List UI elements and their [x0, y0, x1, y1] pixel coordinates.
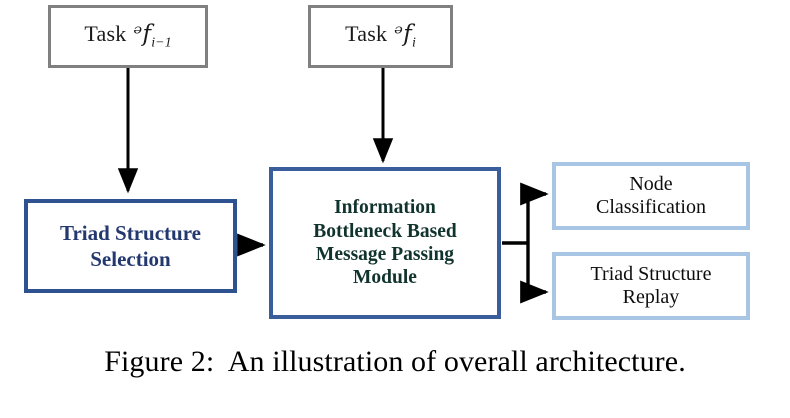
task-current-subscript: i: [411, 35, 416, 51]
node-triad-structure-selection-label: Triad Structure Selection: [60, 220, 201, 271]
task-current-symbol: ᵊf: [394, 21, 412, 48]
node-triad-structure-selection[interactable]: Triad Structure Selection: [24, 199, 237, 293]
task-previous-subscript: i−1: [151, 35, 172, 51]
figure-caption: Figure 2: An illustration of overall arc…: [104, 345, 686, 378]
node-node-classification[interactable]: Node Classification: [552, 162, 750, 230]
node-information-bottleneck-module[interactable]: Information Bottleneck Based Message Pas…: [269, 167, 501, 319]
arrow-module-output-fork: [502, 182, 549, 304]
node-triad-structure-replay[interactable]: Triad Structure Replay: [552, 252, 750, 320]
node-information-bottleneck-module-label: Information Bottleneck Based Message Pas…: [313, 197, 457, 289]
node-node-classification-label: Node Classification: [596, 173, 706, 218]
node-triad-structure-replay-label: Triad Structure Replay: [590, 263, 712, 308]
task-previous-symbol: ᵊf: [133, 21, 152, 48]
